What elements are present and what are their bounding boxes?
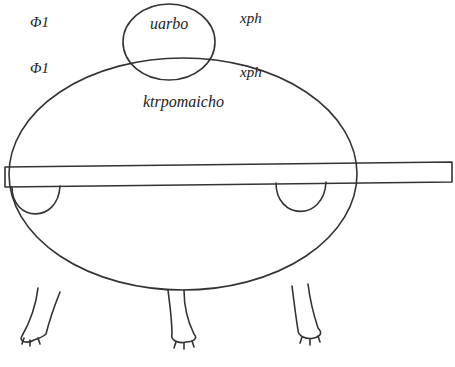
body-circle: ktrpoтaicho [8, 57, 358, 291]
circle-outline [8, 57, 358, 291]
node-label: ktrpoтaicho [143, 93, 224, 111]
node-label: uarbo [150, 15, 188, 33]
side-label: xph [240, 10, 262, 27]
head-circle: uarbo [122, 3, 216, 81]
side-label: xph [240, 64, 262, 81]
side-label: Φ1 [30, 14, 49, 31]
side-label: Φ1 [30, 60, 49, 77]
circle-outline [122, 3, 216, 81]
